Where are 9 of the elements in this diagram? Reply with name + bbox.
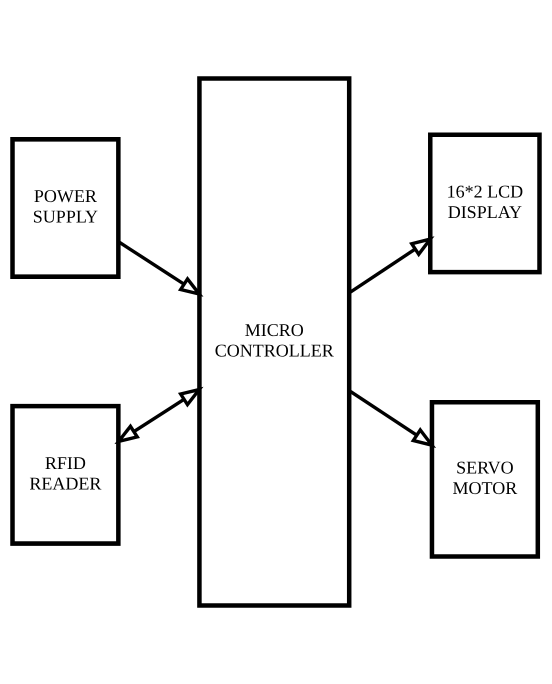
node-box: SERVO MOTOR bbox=[430, 400, 540, 559]
arrow bbox=[348, 236, 435, 294]
node-box: MICRO CONTROLLER bbox=[197, 76, 352, 608]
node-box: 16*2 LCD DISPLAY bbox=[428, 132, 542, 274]
arrow bbox=[118, 240, 204, 297]
node-box: POWER SUPPLY bbox=[10, 137, 121, 279]
arrow bbox=[114, 386, 204, 444]
arrow bbox=[348, 389, 436, 448]
node-box: RFID READER bbox=[10, 404, 121, 546]
